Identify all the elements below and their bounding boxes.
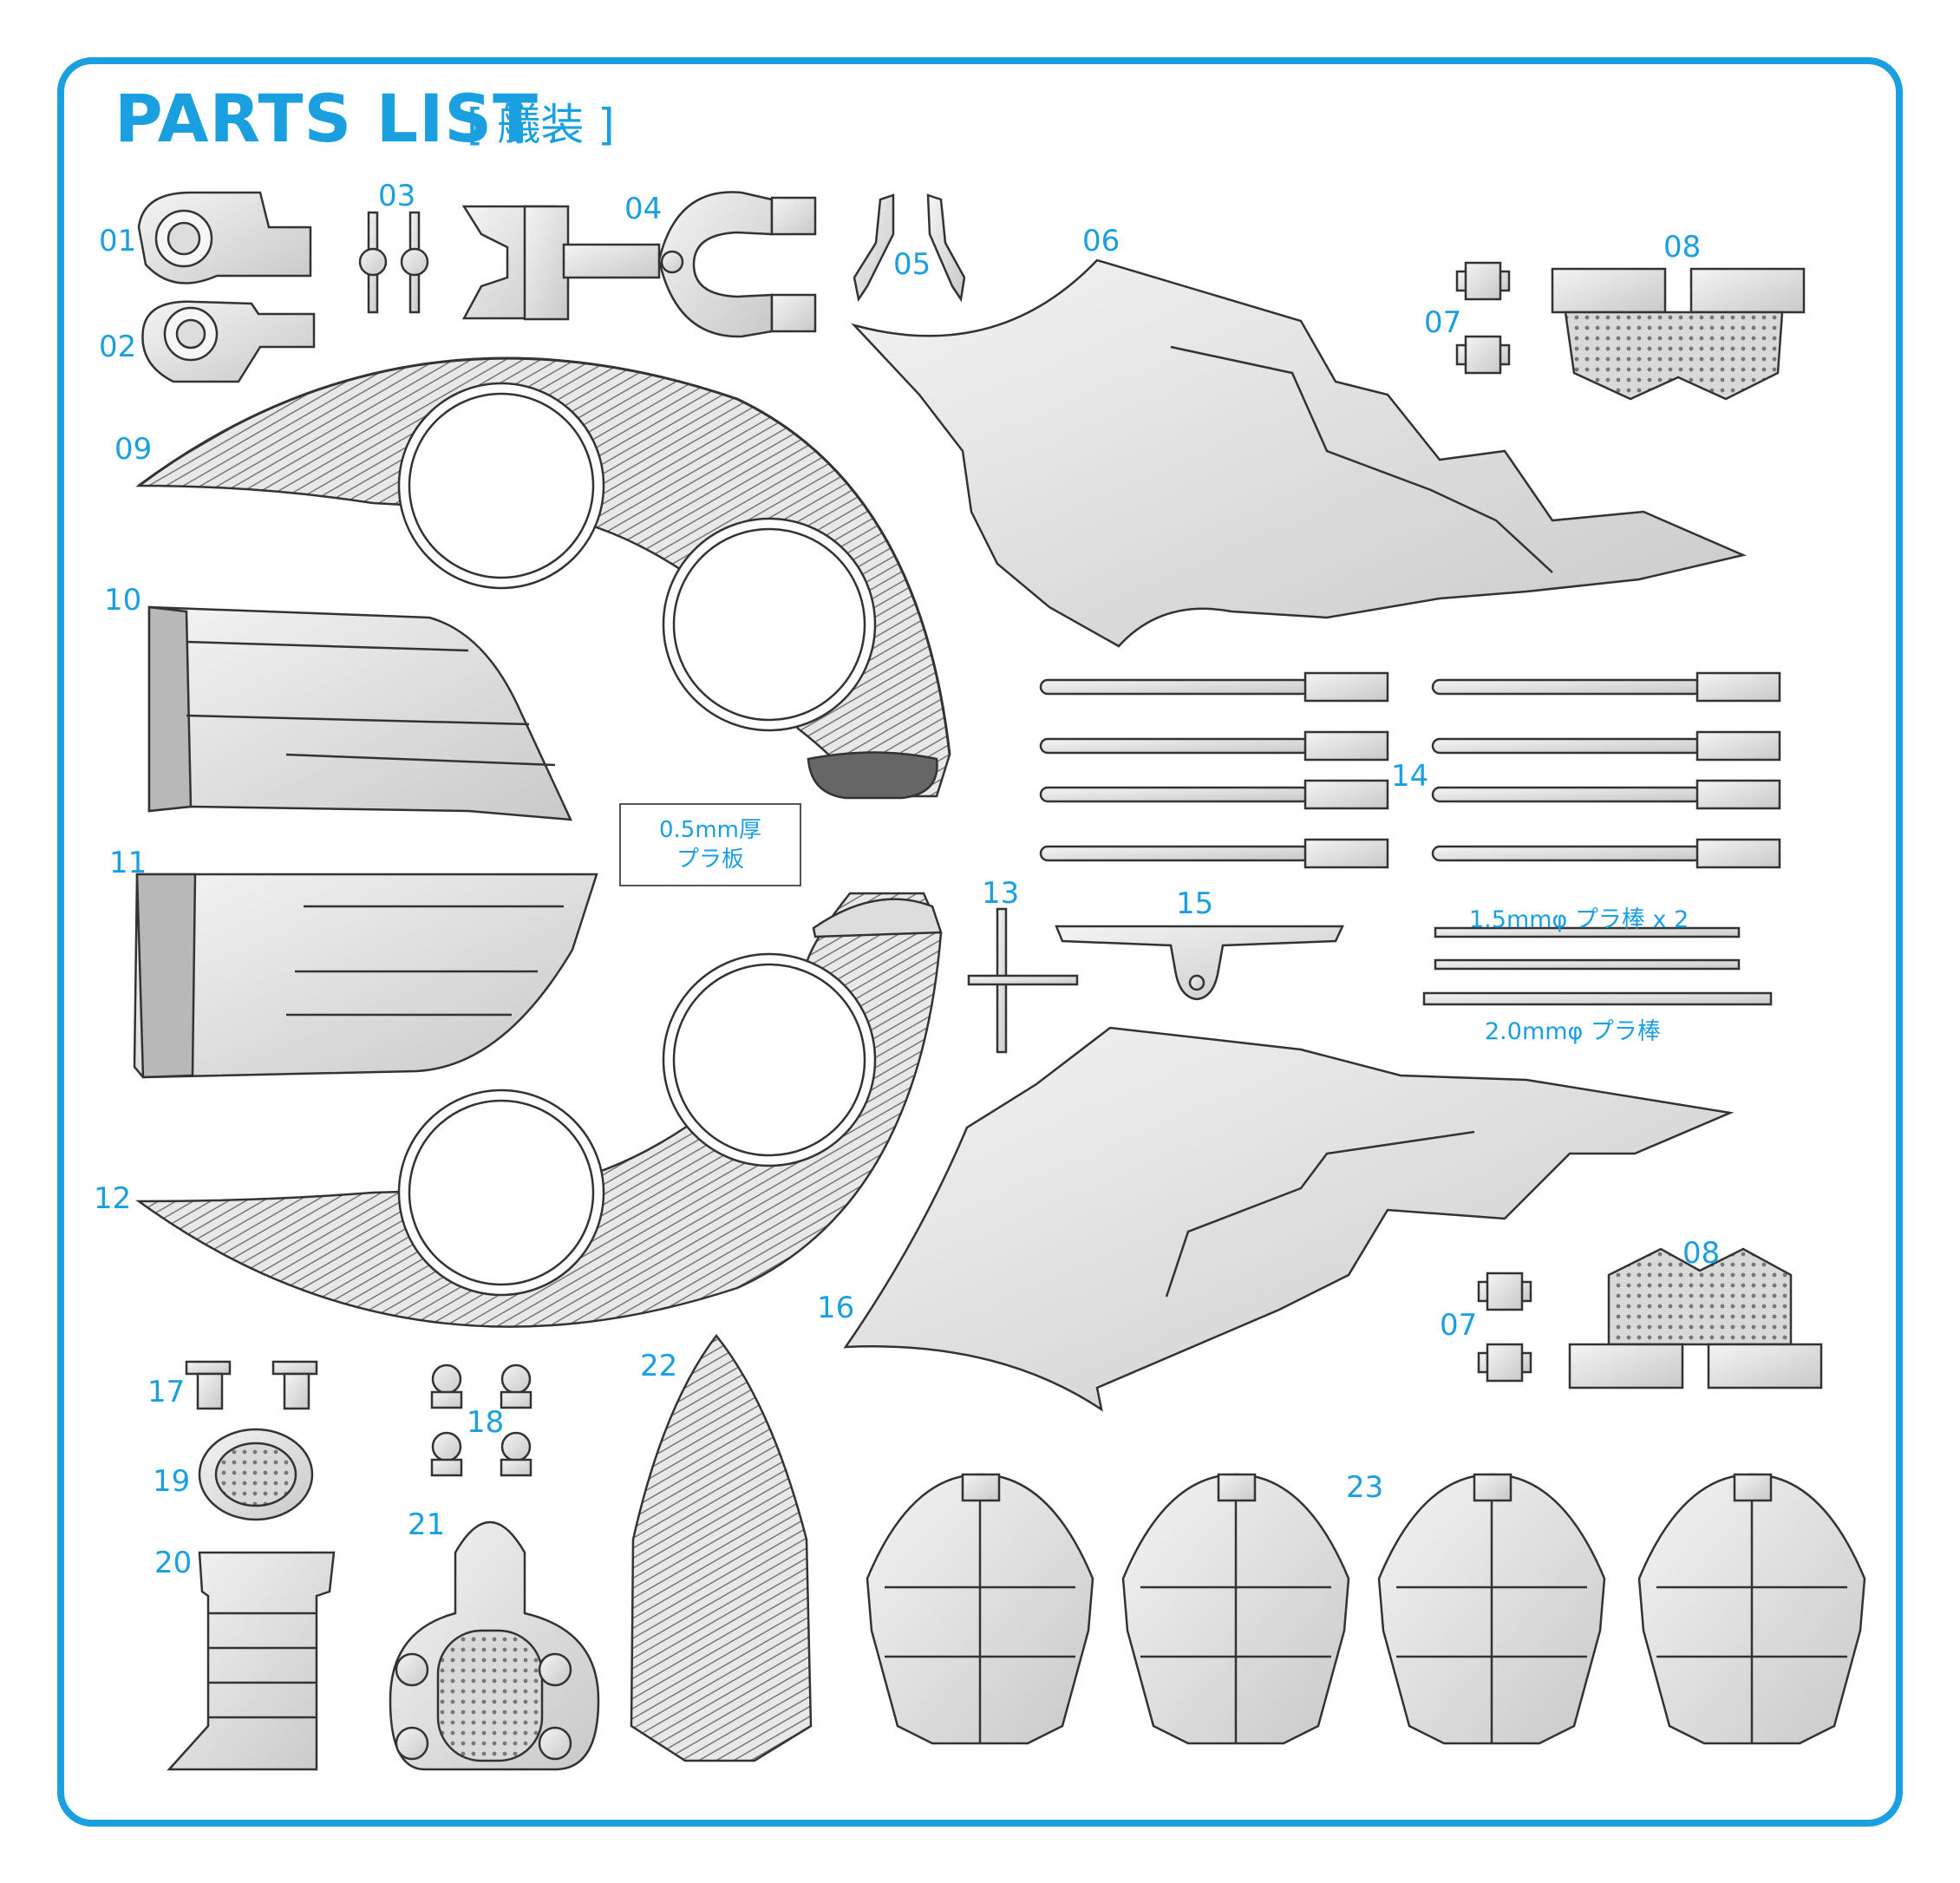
- part-16-image: [843, 1026, 1735, 1412]
- part-12-image: [135, 892, 943, 1328]
- part-14-image: [1039, 671, 1781, 869]
- part-label-03: 03: [378, 179, 416, 213]
- part-label-02: 02: [99, 330, 137, 364]
- plastic-sheet-material: プラ板: [676, 847, 744, 873]
- part-15-image: [1055, 925, 1344, 1001]
- part-09-image: [135, 356, 951, 800]
- part-label-04: 04: [624, 192, 663, 226]
- part-label-05: 05: [893, 247, 931, 282]
- part-label-22: 22: [640, 1349, 678, 1383]
- part-label-23: 23: [1346, 1470, 1384, 1505]
- plastic-rods-image: [1422, 926, 1773, 1006]
- part-11-image: [133, 873, 598, 1079]
- part-13-image: [967, 907, 1079, 1054]
- part-label-14: 14: [1391, 759, 1429, 794]
- part-label-07-bottom: 07: [1440, 1308, 1478, 1343]
- part-label-10: 10: [104, 583, 142, 618]
- part-label-01: 01: [99, 224, 137, 258]
- part-label-09: 09: [114, 432, 153, 467]
- part-07b-image: [1477, 1272, 1532, 1383]
- part-label-12: 12: [94, 1181, 132, 1216]
- part-label-18: 18: [467, 1405, 505, 1440]
- page-subtitle: [ 艤装 ]: [467, 100, 615, 150]
- part-label-13: 13: [982, 876, 1020, 911]
- plastic-sheet-note: 0.5mm厚 プラ板: [619, 803, 801, 886]
- part-label-08-top: 08: [1663, 230, 1702, 265]
- page-title: PARTS LIST: [114, 80, 539, 157]
- part-20-image: [167, 1551, 336, 1771]
- rod-15mm-note: 1.5mmφ プラ棒 x 2: [1469, 906, 1689, 933]
- part-02-image: [141, 300, 316, 383]
- part-05-image: [853, 193, 966, 303]
- part-07a-image: [1455, 261, 1511, 375]
- part-10-image: [147, 605, 573, 821]
- part-label-11: 11: [109, 846, 147, 880]
- part-label-08-bottom: 08: [1682, 1236, 1721, 1271]
- part-label-19: 19: [153, 1464, 191, 1499]
- part-08a-image: [1551, 267, 1806, 401]
- part-label-07-top: 07: [1424, 305, 1462, 340]
- plastic-sheet-thickness: 0.5mm厚: [658, 817, 761, 843]
- part-17-image: [185, 1360, 318, 1410]
- part-label-16: 16: [817, 1291, 855, 1325]
- part-08b-image: [1568, 1247, 1823, 1389]
- part-19-image: [198, 1428, 314, 1521]
- part-06-image: [851, 258, 1747, 648]
- part-01-image: [137, 191, 312, 284]
- part-label-17: 17: [147, 1375, 186, 1409]
- part-label-06: 06: [1082, 224, 1120, 258]
- parts-list-frame: [57, 57, 1903, 1827]
- part-label-15: 15: [1176, 886, 1214, 921]
- part-label-21: 21: [408, 1507, 446, 1542]
- part-23-image: [866, 1473, 1866, 1745]
- part-22-image: [630, 1333, 813, 1762]
- part-03-image: [358, 211, 429, 314]
- part-18-image: [430, 1363, 532, 1477]
- part-21-image: [389, 1520, 600, 1771]
- part-label-20: 20: [154, 1546, 193, 1580]
- rod-20mm-note: 2.0mmφ プラ棒: [1485, 1018, 1661, 1045]
- part-04-image: [461, 191, 817, 338]
